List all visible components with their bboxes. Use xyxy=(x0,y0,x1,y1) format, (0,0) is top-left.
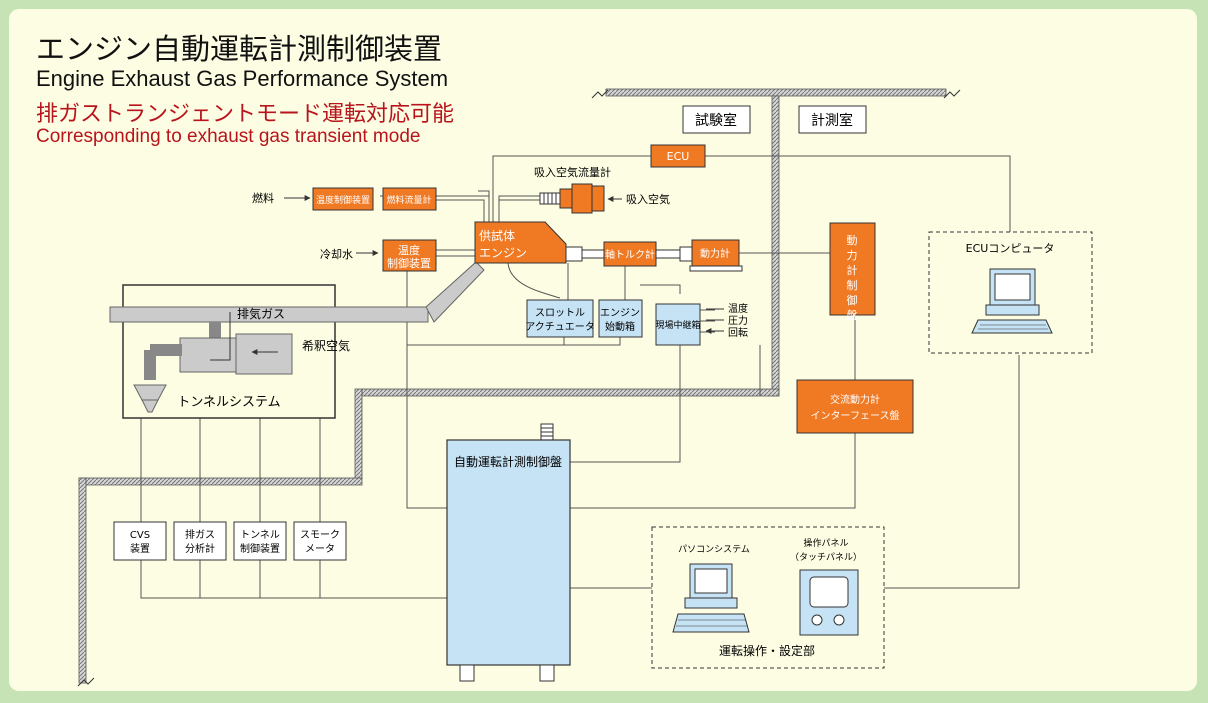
tunnel-system-label: トンネルシステム xyxy=(177,395,280,410)
page-title-en: Engine Exhaust Gas Performance System xyxy=(36,66,449,91)
ecu-computer-icon xyxy=(971,268,1053,334)
room-label-test-text: 試験室 xyxy=(695,112,737,129)
ac-interface-text-b: インターフェース盤 xyxy=(811,409,900,422)
exhaust-gas-label: 排気ガス xyxy=(237,306,285,321)
cvs-text-a: CVS xyxy=(130,530,150,541)
drive-shaft xyxy=(565,246,693,262)
fuel-flow-text: 燃料流量計 xyxy=(386,194,431,206)
intake-flow-label: 吸入空気流量計 xyxy=(534,165,611,179)
throttle-text-b: アクチュエータ xyxy=(525,321,595,333)
pc-system-label: パソコンシステム xyxy=(678,544,750,555)
temp-ctrl-text: 温度制御装置 xyxy=(316,194,370,206)
tunnel-control-text-b: 制御装置 xyxy=(240,542,280,555)
sensor-arrows xyxy=(706,308,724,331)
starter-box xyxy=(598,299,643,338)
intake-flow-meter-icon xyxy=(539,183,605,214)
ecu-text: ECU xyxy=(667,150,690,163)
page-title: エンジン自動運転計測制御装置 xyxy=(36,32,443,66)
dyno-box xyxy=(691,239,740,267)
cvs-box xyxy=(113,521,167,561)
throttle-actuator-box xyxy=(526,299,594,338)
engine-text-b: エンジン xyxy=(479,246,527,260)
exhaust-tunnel-area xyxy=(109,261,485,419)
sensor-temp-label: 温度 xyxy=(728,302,748,315)
op-panel-label-a: 操作パネル xyxy=(803,537,848,549)
relay-text: 現場中継箱 xyxy=(655,319,700,331)
starter-text-a: エンジン xyxy=(600,308,640,319)
operation-settings-label: 運転操作・設定部 xyxy=(719,643,815,658)
fuel-flow-box xyxy=(382,187,437,211)
signal-lines xyxy=(140,155,1020,599)
dyno-base xyxy=(689,265,743,272)
ac-interface-panel xyxy=(796,379,914,434)
smoke-meter-text-b: メータ xyxy=(305,543,335,555)
dyno-control-panel xyxy=(829,222,876,316)
main-control-panel-text: 自動運転計測制御盤 xyxy=(454,454,562,469)
main-control-panel xyxy=(446,423,571,682)
relay-box xyxy=(655,303,701,346)
temp-ctrl2-text-b: 制御装置 xyxy=(387,256,431,270)
temp-ctrl-box xyxy=(312,187,374,211)
smoke-meter-text-a: スモーク xyxy=(300,529,340,541)
ecu-computer-label: ECUコンピュータ xyxy=(966,242,1055,255)
temp-ctrl2-box xyxy=(382,239,437,272)
analyzer-text-b: 分析計 xyxy=(185,542,215,555)
engine-text-a: 供試体 xyxy=(479,228,515,243)
dyno-text: 動力計 xyxy=(700,247,730,260)
dyno-control-panel-text: 動力計制御盤 xyxy=(847,233,858,322)
dilution-air-label: 希釈空気 xyxy=(302,338,350,353)
intake-air-label: 吸入空気 xyxy=(626,192,670,206)
cvs-text-b: 装置 xyxy=(130,542,150,555)
temp-ctrl2-text-a: 温度 xyxy=(398,243,420,257)
analyzer-text-a: 排ガス xyxy=(185,528,215,541)
room-partition-wall xyxy=(77,88,961,687)
analyzer-box xyxy=(173,521,227,561)
smoke-meter-box xyxy=(293,521,347,561)
fuel-label: 燃料 xyxy=(252,191,274,205)
ecu-box xyxy=(650,144,706,168)
torque-meter-box xyxy=(603,241,657,267)
room-label-measure-text: 計測室 xyxy=(811,112,853,129)
operation-settings-group xyxy=(651,526,885,669)
throttle-text-a: スロットル xyxy=(535,308,585,319)
coolant-label: 冷却水 xyxy=(320,248,353,261)
room-label-measure xyxy=(798,105,867,134)
tunnel-control-text-a: トンネル xyxy=(240,529,280,541)
sensor-rotation-label: 回転 xyxy=(728,327,748,339)
op-panel-label-b: （タッチパネル） xyxy=(790,552,862,563)
ac-interface-text-a: 交流動力計 xyxy=(830,393,880,406)
torque-meter-text: 軸トルク計 xyxy=(605,248,655,261)
ecu-computer-group xyxy=(928,231,1093,354)
touch-panel-icon xyxy=(799,569,859,636)
page-subtitle: 排ガストランジェントモード運転対応可能 xyxy=(36,102,455,127)
room-label-test xyxy=(682,105,751,134)
starter-text-b: 始動箱 xyxy=(605,320,635,333)
page-subtitle-en: Corresponding to exhaust gas transient m… xyxy=(36,126,421,147)
tunnel-control-box xyxy=(233,521,287,561)
pc-system-icon xyxy=(672,563,750,633)
sensor-pressure-label: 圧力 xyxy=(728,314,748,327)
